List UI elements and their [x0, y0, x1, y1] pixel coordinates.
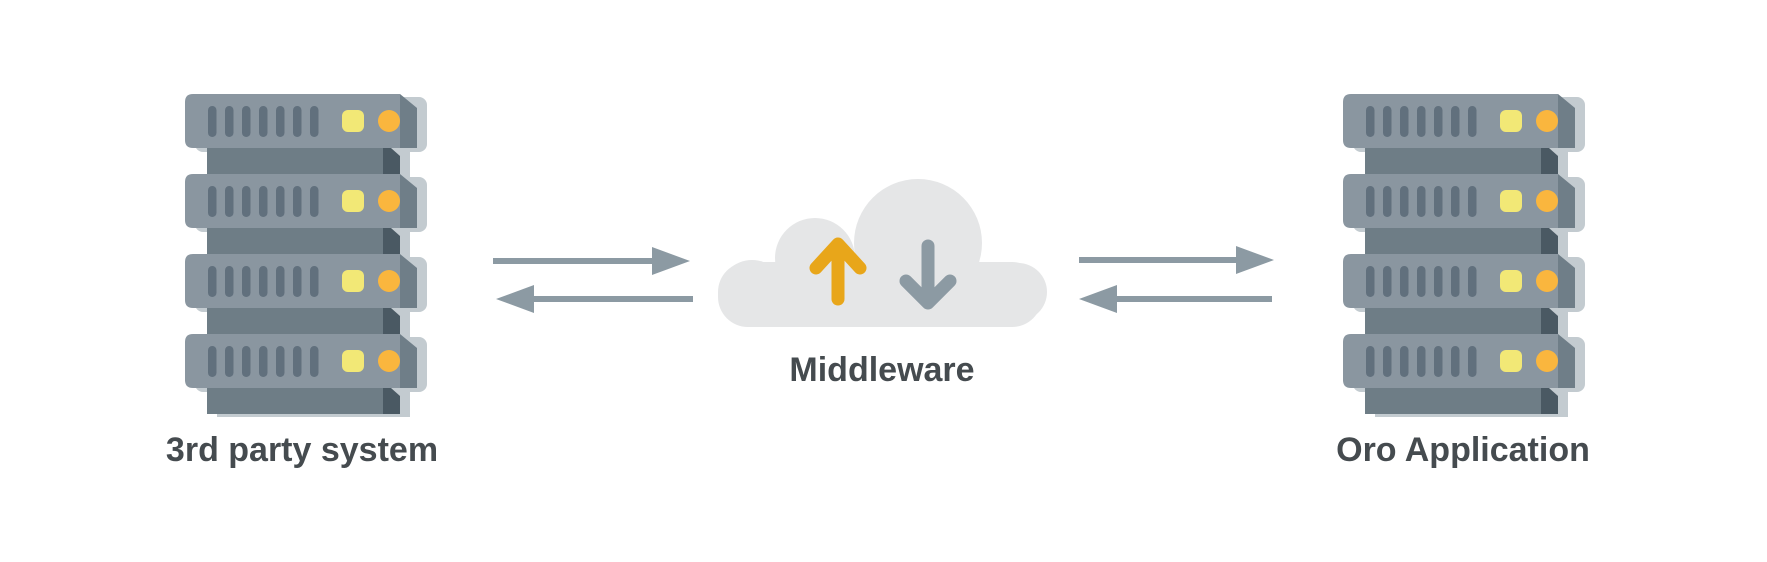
server-stack-icon-left [185, 94, 427, 417]
arrow-right-icon [493, 247, 690, 275]
sync-arrows-left [493, 247, 693, 313]
server-stack-icon-right [1343, 94, 1585, 417]
arrow-left-icon [1079, 285, 1272, 313]
middleware-cloud-icon [718, 179, 1047, 327]
sync-arrows-right [1079, 246, 1274, 313]
right-system-label: Oro Application [1336, 431, 1590, 469]
middleware-label: Middleware [789, 351, 975, 389]
arrow-right-icon [1079, 246, 1274, 274]
arrow-left-icon [496, 285, 693, 313]
upload-arrow-icon [809, 237, 867, 306]
left-system-label: 3rd party system [165, 431, 439, 469]
download-arrow-icon [899, 239, 957, 310]
